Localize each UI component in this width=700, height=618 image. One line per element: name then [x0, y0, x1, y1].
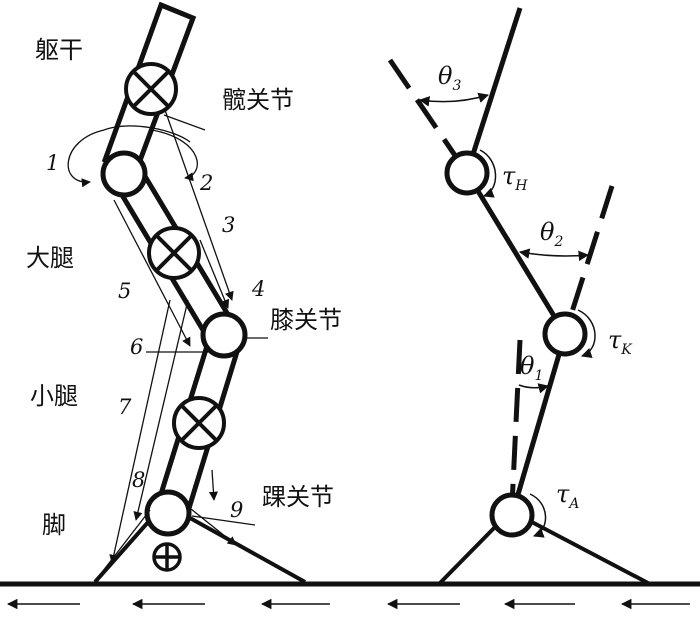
- shank-mass-marker: [172, 396, 226, 450]
- right-knee-joint-circle: [542, 311, 588, 357]
- angle-torque-labels: θ3 τH θ2 τK θ1 τA: [438, 62, 633, 512]
- muscle-label-4: 4: [251, 277, 265, 301]
- foot-segment: [93, 516, 306, 584]
- muscle-5-line: [113, 199, 191, 347]
- label-thigh: 大腿: [26, 244, 74, 272]
- right-stick-model: [387, 7, 649, 585]
- muscle-3-line: [164, 109, 234, 301]
- knee-joint-circle: [200, 311, 248, 359]
- shank-stick: [509, 333, 568, 516]
- tau-knee-arc: [577, 309, 596, 358]
- tau-hip-label: τH: [502, 162, 528, 194]
- theta1-arc: [518, 383, 550, 394]
- thigh-stick: [464, 171, 568, 336]
- label-knee-joint: 膝关节: [270, 306, 342, 334]
- muscle-9-line: [185, 504, 237, 546]
- theta3-arc: [418, 92, 490, 107]
- foot-stick: [438, 518, 649, 585]
- muscle-label-7: 7: [118, 395, 132, 419]
- muscle-label-3: 3: [222, 213, 235, 237]
- muscle-9-lead: [208, 469, 218, 501]
- theta2-arc: [518, 248, 590, 262]
- muscle-label-8: 8: [132, 468, 145, 492]
- muscle-4-line: [199, 239, 230, 309]
- muscle-1-arc: [67, 129, 105, 188]
- muscle-8-line: [95, 509, 151, 581]
- tau-ankle-label: τA: [556, 480, 579, 512]
- tau-hip-arc: [479, 149, 497, 198]
- label-hip-joint: 髋关节: [222, 86, 294, 114]
- muscle-7a-line: [109, 299, 171, 564]
- label-ankle-joint: 踝关节: [262, 483, 334, 511]
- right-ankle-joint-circle: [489, 492, 535, 538]
- torso-mass-marker: [124, 62, 178, 116]
- thigh-mass-marker: [147, 226, 201, 280]
- hip-joint-circle: [100, 150, 148, 198]
- theta3-label: θ3: [438, 62, 461, 94]
- label-shank: 小腿: [30, 382, 78, 410]
- muscle-label-5: 5: [118, 279, 131, 303]
- muscle-label-1: 1: [46, 151, 59, 175]
- tau-knee-label: τK: [608, 326, 633, 358]
- muscle-number-labels: 1 2 3 4 5 6 7 8 9: [46, 151, 265, 522]
- ground: [0, 581, 700, 610]
- theta2-label: θ2: [540, 218, 563, 250]
- body-part-labels: 躯干 髋关节 大腿 膝关节 小腿 踝关节 脚: [26, 36, 342, 539]
- muscle-1-arc-upper: [103, 125, 191, 143]
- muscle-label-6: 6: [130, 335, 143, 359]
- theta1-label: θ1: [520, 352, 543, 384]
- foot-mass-marker: [152, 542, 182, 572]
- muscle-7b-line: [133, 299, 189, 521]
- muscle-2-arc: [151, 129, 198, 182]
- left-musculoskeletal-model: [67, 1, 306, 584]
- ankle-joint-circle: [144, 489, 192, 537]
- muscle-label-2: 2: [199, 171, 213, 195]
- ankle-label-lead: [191, 515, 256, 526]
- label-foot: 脚: [42, 511, 66, 539]
- torso-reference-dashed: [387, 58, 470, 175]
- right-hip-joint-circle: [444, 150, 490, 196]
- shank-reference-dashed: [509, 339, 523, 506]
- muscle-lines: [67, 109, 268, 581]
- muscle-label-9: 9: [230, 498, 243, 522]
- tau-ankle-arc: [529, 493, 547, 538]
- label-torso: 躯干: [35, 36, 83, 64]
- thigh-reference-dashed: [562, 185, 615, 335]
- muscle-2-line: [163, 114, 206, 131]
- torso-stick: [464, 7, 523, 174]
